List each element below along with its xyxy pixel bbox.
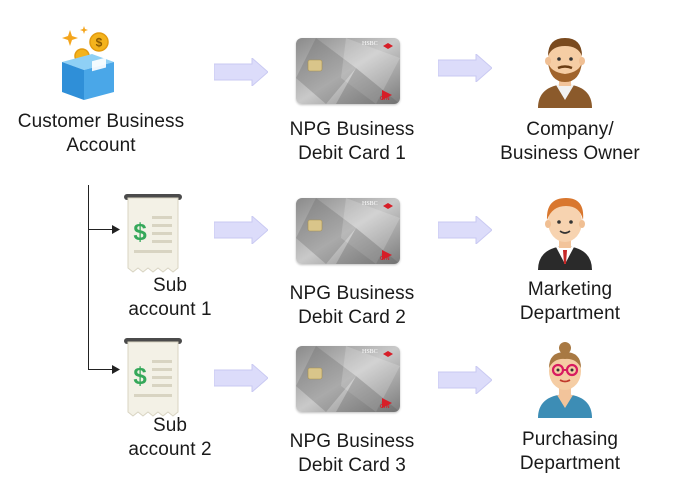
owner-3-label: Purchasing Department xyxy=(519,429,621,474)
bearded-man-icon xyxy=(530,28,600,108)
receipt-dollar-icon: $ xyxy=(120,192,186,274)
tree-connector-branch-1 xyxy=(88,229,114,230)
owner-1-label: Company/ Business Owner xyxy=(500,119,640,164)
flow-arrow-icon xyxy=(214,364,268,392)
owner-2-label: Marketing Department xyxy=(519,279,621,324)
tree-connector-branch-2 xyxy=(88,369,114,370)
card-2-label: NPG Business Debit Card 2 xyxy=(289,283,415,328)
card-1-label: NPG Business Debit Card 1 xyxy=(289,119,415,164)
svg-text:$: $ xyxy=(133,219,147,246)
flow-arrow-icon xyxy=(214,216,268,244)
svg-text:$: $ xyxy=(133,363,147,390)
flow-arrow-icon xyxy=(438,216,492,244)
receipt-dollar-icon: $ xyxy=(120,336,186,418)
tree-connector-arrowhead xyxy=(112,365,120,374)
sub-account-2-label: Sub account 2 xyxy=(128,415,212,460)
tree-connector-vertical xyxy=(88,185,89,370)
flow-arrow-icon xyxy=(214,58,268,86)
card-brand-logo: HSBC xyxy=(362,349,378,355)
svg-text:$: $ xyxy=(96,36,103,50)
businessman-icon xyxy=(530,190,600,270)
debit-card-icon: HSBC GrN xyxy=(296,198,400,264)
card-badge: GrN xyxy=(380,256,390,262)
main-account-label: Customer Business Account xyxy=(17,111,185,156)
woman-with-glasses-icon xyxy=(530,338,600,418)
card-brand-logo: HSBC xyxy=(362,201,378,207)
debit-card-icon: HSBC GrN xyxy=(296,346,400,412)
card-brand-logo: HSBC xyxy=(362,41,378,47)
debit-card-icon: HSBC GrN xyxy=(296,38,400,104)
card-badge: GrN xyxy=(380,404,390,410)
flow-arrow-icon xyxy=(438,366,492,394)
box-with-coins-icon: $ xyxy=(52,24,122,104)
flow-arrow-icon xyxy=(438,54,492,82)
tree-connector-arrowhead xyxy=(112,225,120,234)
sub-account-1-label: Sub account 1 xyxy=(128,275,212,320)
card-3-label: NPG Business Debit Card 3 xyxy=(289,431,415,476)
card-badge: GrN xyxy=(380,96,390,102)
